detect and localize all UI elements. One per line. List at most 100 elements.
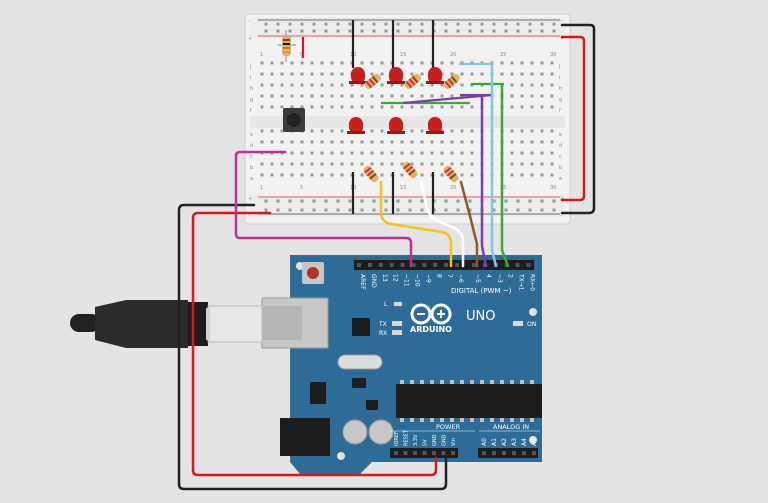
pushbutton[interactable] [283,108,305,132]
breadboard-hole [430,151,434,155]
breadboard-hole [360,94,364,98]
breadboard-hole [290,173,294,177]
breadboard-hole [300,151,304,155]
chip-pin [420,418,424,422]
breadboard-hole [320,61,324,65]
resistor-led-3 [443,73,461,89]
digital-pin-hole [526,263,531,267]
breadboard-hole [340,129,344,133]
breadboard-hole [280,72,284,76]
breadboard-hole [450,94,454,98]
breadboard-hole [550,151,554,155]
breadboard-hole [300,173,304,177]
breadboard-hole [270,83,274,87]
rail-hole [504,22,508,26]
digital-pin-label: ~5 [474,274,481,283]
rail-hole [324,208,328,212]
chip-pin [400,418,404,422]
rail-hole [408,22,412,26]
breadboard-hole [400,140,404,144]
rail-hole [480,29,484,33]
chip-pin [410,418,414,422]
rail-hole [396,199,400,203]
breadboard-hole [340,162,344,166]
arduino-wordmark: ARDUINO [410,325,452,334]
reset-button-cap [307,267,319,279]
breadboard-hole [450,151,454,155]
breadboard-hole [390,94,394,98]
breadboard-hole [410,72,414,76]
breadboard-hole [420,140,424,144]
chip-pin [430,380,434,384]
row-letter: d [250,143,253,149]
rail-hole [456,29,460,33]
power-pin-hole [422,451,427,455]
rail-hole [396,22,400,26]
breadboard-hole [340,94,344,98]
breadboard-hole [520,129,524,133]
led-tx-label: TX [378,321,387,328]
rail-hole [324,22,328,26]
chip-pin [440,418,444,422]
breadboard-hole [550,94,554,98]
chip-pin [490,418,494,422]
breadboard-hole [390,140,394,144]
breadboard-hole [310,129,314,133]
breadboard-hole [340,173,344,177]
rail-hole [336,208,340,212]
breadboard-hole [280,173,284,177]
breadboard-hole [520,72,524,76]
chip-pin [470,380,474,384]
breadboard-hole [320,129,324,133]
breadboard-hole [370,72,374,76]
breadboard-hole [430,94,434,98]
rail-minus-label-tr: - [560,18,562,24]
rail-hole [504,208,508,212]
chip-pin [440,380,444,384]
breadboard-hole [460,129,464,133]
breadboard-hole [310,151,314,155]
breadboard-hole [380,129,384,133]
breadboard-hole [410,140,414,144]
breadboard-hole [270,173,274,177]
breadboard-hole [290,151,294,155]
digital-pin-label: ~3 [496,274,503,283]
breadboard-hole [310,162,314,166]
rail-hole [360,29,364,33]
column-number: 15 [400,52,406,58]
breadboard-hole [520,140,524,144]
breadboard-hole [380,140,384,144]
row-letter: c [559,154,562,160]
breadboard-hole [280,162,284,166]
rail-plus-label-bl: + [248,196,252,202]
rail-hole [516,29,520,33]
rail-hole [372,199,376,203]
breadboard-hole [430,140,434,144]
breadboard-hole [340,83,344,87]
breadboard-hole [320,173,324,177]
chip-pin [420,380,424,384]
breadboard-hole [400,94,404,98]
breadboard-hole [300,162,304,166]
rail-hole [288,22,292,26]
row-letter: j [249,64,251,70]
rail-hole [492,199,496,203]
breadboard: - + - + + - + - j i h g f e d c b a j i … [244,13,571,225]
breadboard-hole [330,129,334,133]
rail-hole [408,208,412,212]
breadboard-hole [400,83,404,87]
breadboard-hole [380,83,384,87]
rail-hole [384,208,388,212]
breadboard-hole [460,72,464,76]
bottom-power-rail [250,195,565,217]
rail-hole [264,208,268,212]
breadboard-hole [310,83,314,87]
breadboard-hole [260,83,264,87]
rail-hole [324,29,328,33]
breadboard-hole [450,105,454,109]
rail-hole [372,208,376,212]
digital-pin-label: AREF [359,274,366,290]
analog-pin-label: A4 [521,438,528,446]
rail-hole [552,22,556,26]
